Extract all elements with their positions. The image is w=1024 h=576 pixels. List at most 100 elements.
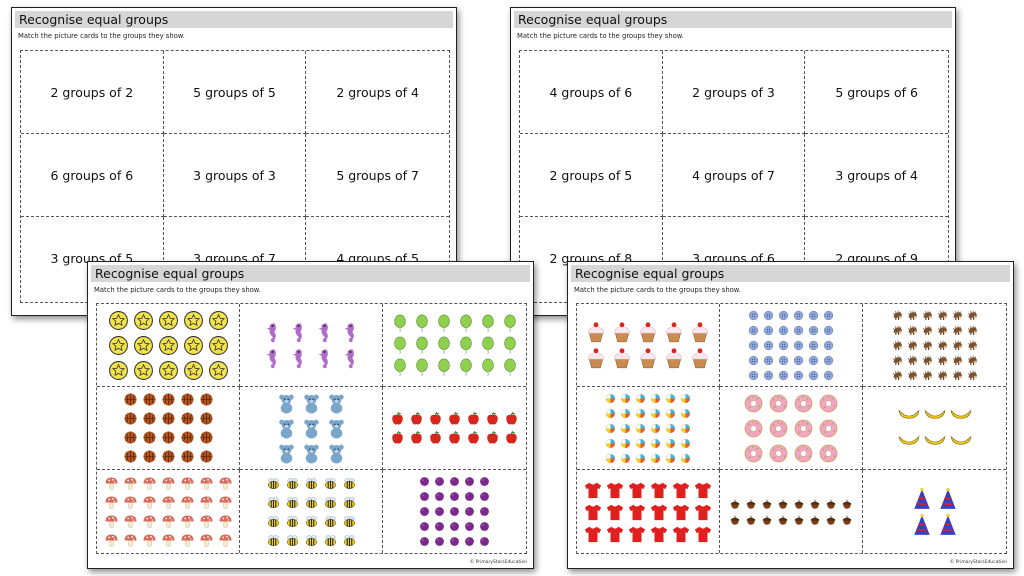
beach-ball-icon — [680, 453, 691, 464]
hedgehog-icon — [907, 310, 918, 321]
hedgehog-icon — [937, 310, 948, 321]
star-coin-icon — [133, 310, 154, 331]
cupcake-icon — [637, 321, 659, 343]
picture-group — [390, 411, 519, 445]
worksheet-instruction: Match the picture cards to the groups th… — [574, 286, 741, 294]
button-icon — [823, 310, 834, 321]
plum-icon — [479, 476, 490, 487]
picture-group — [108, 310, 229, 381]
button-icon — [748, 370, 759, 381]
mushroom-icon — [161, 476, 176, 491]
plum-icon — [434, 536, 445, 547]
mushroom-icon — [180, 514, 195, 529]
picture-card — [240, 387, 383, 470]
star-coin-icon — [183, 310, 204, 331]
worksheet-instruction: Match the picture cards to the groups th… — [18, 32, 185, 40]
hedgehog-icon — [967, 370, 978, 381]
number-card: 3 groups of 3 — [163, 134, 307, 217]
donut-icon — [818, 443, 839, 464]
plum-icon — [464, 521, 475, 532]
balloon-icon — [501, 336, 519, 354]
plum-icon — [449, 476, 460, 487]
worksheet-title: Recognise equal groups — [571, 265, 1010, 282]
mushroom-icon — [142, 495, 157, 510]
hedgehog-icon — [892, 370, 903, 381]
mushroom-icon — [104, 476, 119, 491]
cupcake-icon — [611, 347, 633, 369]
beach-ball-icon — [665, 438, 676, 449]
acorn-icon — [761, 514, 773, 526]
party-hat-icon — [911, 487, 933, 510]
button-icon — [808, 325, 819, 336]
mushroom-icon — [218, 533, 233, 548]
cupcake-icon — [637, 347, 659, 369]
hedgehog-icon — [937, 370, 948, 381]
number-card: 6 groups of 6 — [21, 134, 164, 217]
basketball-icon — [199, 411, 214, 426]
beach-ball-icon — [605, 438, 616, 449]
bee-icon — [266, 495, 281, 510]
t-shirt-icon — [650, 525, 668, 543]
balloon-icon — [457, 336, 475, 354]
bee-icon — [285, 533, 300, 548]
hedgehog-icon — [937, 340, 948, 351]
picture-card — [577, 387, 720, 470]
plum-icon — [449, 506, 460, 517]
plum-icon — [449, 536, 460, 547]
acorn-icon — [729, 498, 741, 510]
number-card: 5 groups of 5 — [163, 51, 307, 134]
star-coin-icon — [183, 360, 204, 381]
beach-ball-icon — [665, 408, 676, 419]
teddy-bear-icon — [326, 443, 347, 464]
mushroom-icon — [123, 495, 138, 510]
basketball-icon — [123, 411, 138, 426]
hedgehog-icon — [922, 340, 933, 351]
plum-icon — [449, 491, 460, 502]
plum-icon — [479, 491, 490, 502]
button-icon — [823, 340, 834, 351]
plum-icon — [434, 476, 445, 487]
party-hat-icon — [937, 513, 959, 536]
star-coin-icon — [133, 335, 154, 356]
acorn-icon — [809, 514, 821, 526]
plum-icon — [449, 521, 460, 532]
number-card: 4 groups of 6 — [520, 51, 663, 134]
button-icon — [808, 370, 819, 381]
donut-icon — [793, 443, 814, 464]
mushroom-icon — [142, 476, 157, 491]
hedgehog-icon — [952, 355, 963, 366]
picture-card-grid — [96, 303, 527, 554]
star-coin-icon — [158, 310, 179, 331]
button-icon — [778, 340, 789, 351]
beach-ball-icon — [620, 423, 631, 434]
cupcake-icon — [689, 321, 711, 343]
basketball-icon — [142, 411, 157, 426]
beach-ball-icon — [620, 438, 631, 449]
acorn-icon — [745, 514, 757, 526]
picture-group — [911, 487, 959, 536]
acorn-icon — [809, 498, 821, 510]
t-shirt-icon — [584, 525, 602, 543]
button-icon — [763, 370, 774, 381]
basketball-icon — [180, 392, 195, 407]
banana-icon — [924, 404, 946, 426]
teddy-bear-icon — [276, 443, 297, 464]
apple-icon — [466, 411, 481, 426]
number-card: 4 groups of 7 — [662, 134, 806, 217]
bee-icon — [323, 514, 338, 529]
picture-group — [104, 476, 233, 548]
donut-icon — [768, 393, 789, 414]
teddy-bear-icon — [276, 393, 297, 414]
hedgehog-icon — [907, 340, 918, 351]
balloon-icon — [413, 314, 431, 332]
picture-card — [240, 470, 383, 553]
button-icon — [808, 340, 819, 351]
seahorse-icon — [287, 321, 309, 343]
hedgehog-icon — [937, 355, 948, 366]
worksheet-4: Recognise equal groups Match the picture… — [567, 261, 1014, 569]
button-icon — [793, 355, 804, 366]
beach-ball-icon — [680, 423, 691, 434]
plum-icon — [479, 536, 490, 547]
star-coin-icon — [158, 360, 179, 381]
acorn-icon — [745, 498, 757, 510]
